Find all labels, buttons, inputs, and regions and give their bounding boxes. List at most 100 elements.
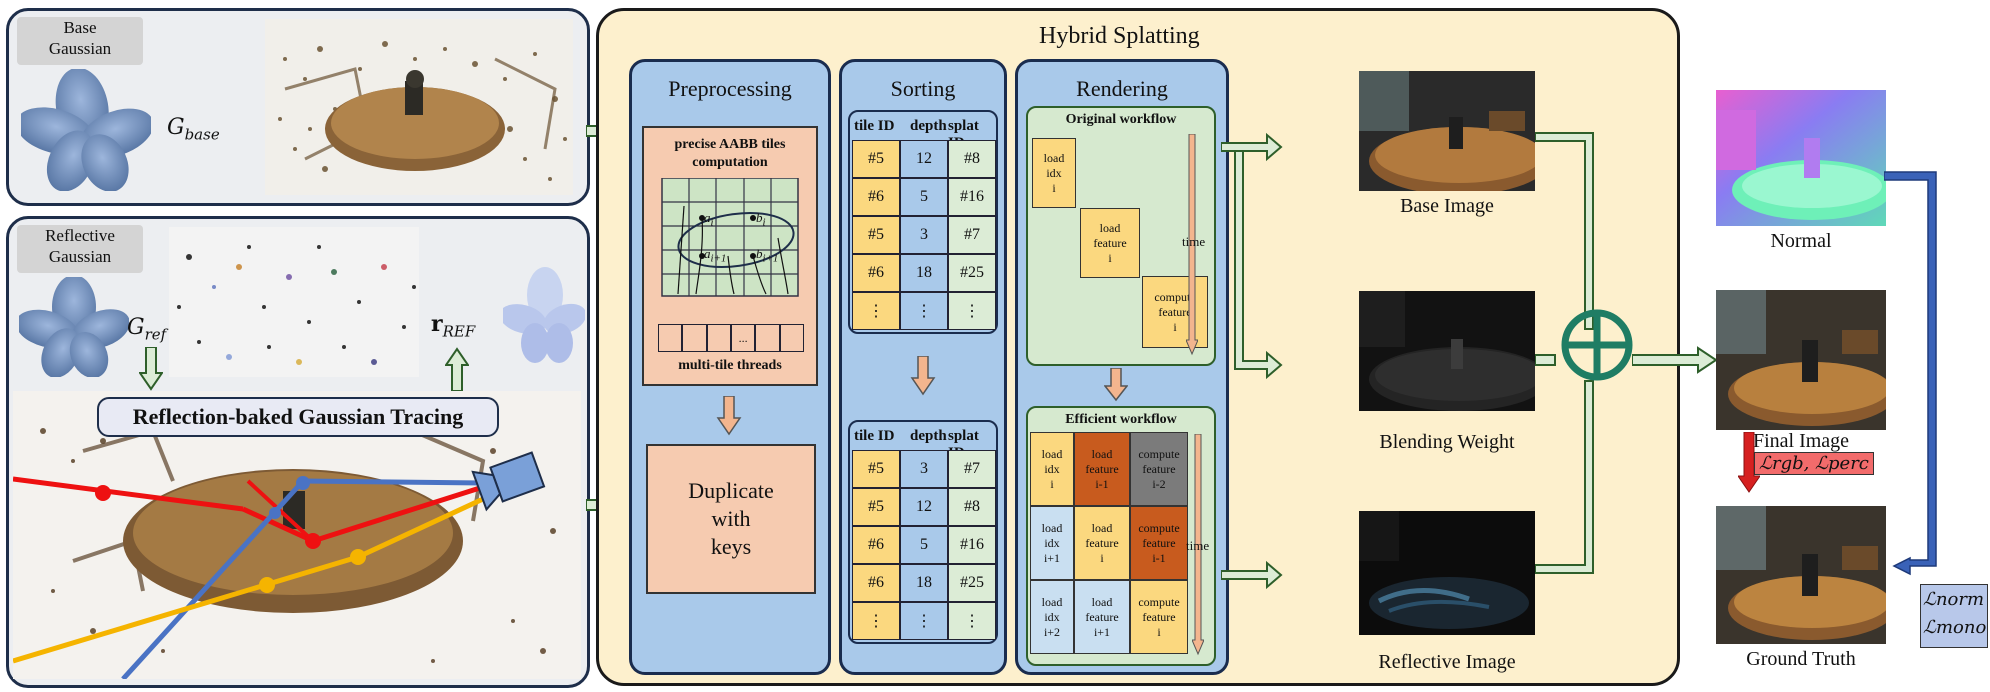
sort-cell: 5 xyxy=(900,178,948,216)
loss-mono: ℒmono xyxy=(1923,617,1987,638)
loss-norm-mono-box: ℒnorm ℒmono xyxy=(1920,584,1988,648)
arrow-down-to-tracing xyxy=(139,347,163,391)
efficient-step: load idx i xyxy=(1030,432,1074,506)
sort-cell: 5 xyxy=(900,526,948,564)
base-gaussian-panel: Base Gaussian Gbase xyxy=(6,8,590,206)
thread-row: ... xyxy=(658,324,804,352)
label-b-i: bi xyxy=(756,210,766,229)
arrow-sort xyxy=(910,356,936,396)
orig-time-label: time xyxy=(1182,234,1206,249)
hybrid-splatting-panel: Hybrid Splatting Preprocessing precise A… xyxy=(596,8,1680,686)
sort-cell: #6 xyxy=(852,564,900,602)
arrow-orig-to-efficient xyxy=(1104,368,1128,402)
arrow-plus-to-final xyxy=(1632,346,1718,374)
aabb-box: precise AABB tiles computation ai bi ai+… xyxy=(642,126,818,386)
sort-cell: #6 xyxy=(852,526,900,564)
sort-cell: #6 xyxy=(852,178,900,216)
th-depth: depth xyxy=(910,118,947,134)
hybrid-title: Hybrid Splatting xyxy=(1039,23,1200,49)
efficient-step: compute feature i xyxy=(1130,580,1188,654)
reflective-gaussian-flower xyxy=(19,277,129,377)
orig-time-arrow xyxy=(1186,134,1198,356)
original-workflow: Original workflow load idx i load featur… xyxy=(1026,106,1216,366)
tracing-label: Reflection-baked Gaussian Tracing xyxy=(97,397,499,437)
efficient-step: load idx i+1 xyxy=(1030,506,1074,580)
sort-cell: #5 xyxy=(852,488,900,526)
arrow-up-from-tracing xyxy=(445,347,469,391)
sort-cell: #16 xyxy=(948,526,996,564)
base-pointcloud-image xyxy=(265,19,573,195)
reflective-gaussian-flower-light xyxy=(503,267,585,363)
sorting-table-top: tile ID depth splat ID #512#8#65#16#53#7… xyxy=(848,110,998,334)
efficient-step: load idx i+2 xyxy=(1030,580,1074,654)
base-gaussian-chip: Base Gaussian xyxy=(17,17,143,65)
orig-step-compute-feature: compute feature i xyxy=(1142,276,1208,348)
images-to-plus-lines xyxy=(1535,132,1594,574)
reflective-image xyxy=(1359,511,1535,635)
efficient-step: load feature i-1 xyxy=(1074,432,1130,506)
sorting-table-bottom: tile ID depth splat ID #53#7#512#8#65#16… xyxy=(848,420,998,644)
final-image-caption: Final Image xyxy=(1752,430,1850,452)
label-a-i: ai xyxy=(704,210,714,229)
sort-cell: #8 xyxy=(948,488,996,526)
arrow-aabb-to-duplicate xyxy=(716,396,742,436)
orig-step-load-idx: load idx i xyxy=(1032,138,1076,208)
g-ref-symbol: Gref xyxy=(127,315,167,344)
sort-cell: ⋮ xyxy=(852,602,900,640)
tracing-scene-image xyxy=(13,391,581,679)
eff-time-arrow xyxy=(1192,434,1204,656)
original-workflow-title: Original workflow xyxy=(1065,112,1177,127)
arrow-final-to-gt xyxy=(1738,432,1760,493)
sort-cell: #7 xyxy=(948,450,996,488)
sorting-title: Sorting xyxy=(890,76,956,101)
efficient-step: compute feature i-1 xyxy=(1130,506,1188,580)
base-image xyxy=(1359,71,1535,191)
orig-step-load-feature: load feature i xyxy=(1080,208,1140,278)
sorting-column: Sorting tile ID depth splat ID #512#8#65… xyxy=(839,59,1007,675)
sort-cell: #5 xyxy=(852,140,900,178)
sort-cell: 12 xyxy=(900,140,948,178)
aabb-box-title: precise AABB tiles computation xyxy=(674,137,786,170)
sort-cell: #5 xyxy=(852,216,900,254)
thread-ellipsis: ... xyxy=(730,324,756,352)
label-b-i1: bi+1 xyxy=(756,246,779,265)
reflective-gaussian-chip: Reflective Gaussian xyxy=(17,225,143,273)
th-depth-2: depth xyxy=(910,428,947,444)
sort-cell: 18 xyxy=(900,564,948,602)
ground-truth-image xyxy=(1716,506,1886,644)
sort-cell: #5 xyxy=(852,450,900,488)
th-tile-id: tile ID xyxy=(854,118,895,134)
efficient-step: load feature i+1 xyxy=(1074,580,1130,654)
threads-label: multi-tile threads xyxy=(678,358,782,373)
plus-circle xyxy=(1561,309,1633,381)
eff-time-label: time xyxy=(1186,538,1210,553)
preprocessing-column: Preprocessing precise AABB tiles computa… xyxy=(629,59,831,675)
sort-cell: 3 xyxy=(900,216,948,254)
final-image xyxy=(1716,290,1886,430)
normal-image xyxy=(1716,90,1886,226)
duplicate-box: Duplicate with keys xyxy=(646,444,816,594)
sort-cell: 12 xyxy=(900,488,948,526)
base-image-caption: Base Image xyxy=(1400,195,1494,217)
r-ref-symbol: rREF xyxy=(431,311,476,341)
sort-cell: #6 xyxy=(852,254,900,292)
base-gaussian-flower xyxy=(21,69,151,191)
loss-norm: ℒnorm xyxy=(1923,589,1985,610)
efficient-step: load feature i xyxy=(1074,506,1130,580)
ground-truth-caption: Ground Truth xyxy=(1746,648,1856,670)
sort-cell: ⋮ xyxy=(900,292,948,330)
sort-cell: ⋮ xyxy=(948,602,996,640)
sort-cell: 3 xyxy=(900,450,948,488)
sort-cell: #16 xyxy=(948,178,996,216)
sort-cell: 18 xyxy=(900,254,948,292)
reflective-image-caption: Reflective Image xyxy=(1378,651,1516,673)
g-base-symbol: Gbase xyxy=(167,115,220,144)
sort-cell: ⋮ xyxy=(900,602,948,640)
rendering-column: Rendering Original workflow load idx i l… xyxy=(1015,59,1229,675)
efficient-workflow-title: Efficient workflow xyxy=(1065,412,1177,427)
aabb-grid xyxy=(661,178,799,297)
arrow-normal-to-gt xyxy=(1884,171,1937,576)
sort-cell: ⋮ xyxy=(852,292,900,330)
sort-cell: #8 xyxy=(948,140,996,178)
